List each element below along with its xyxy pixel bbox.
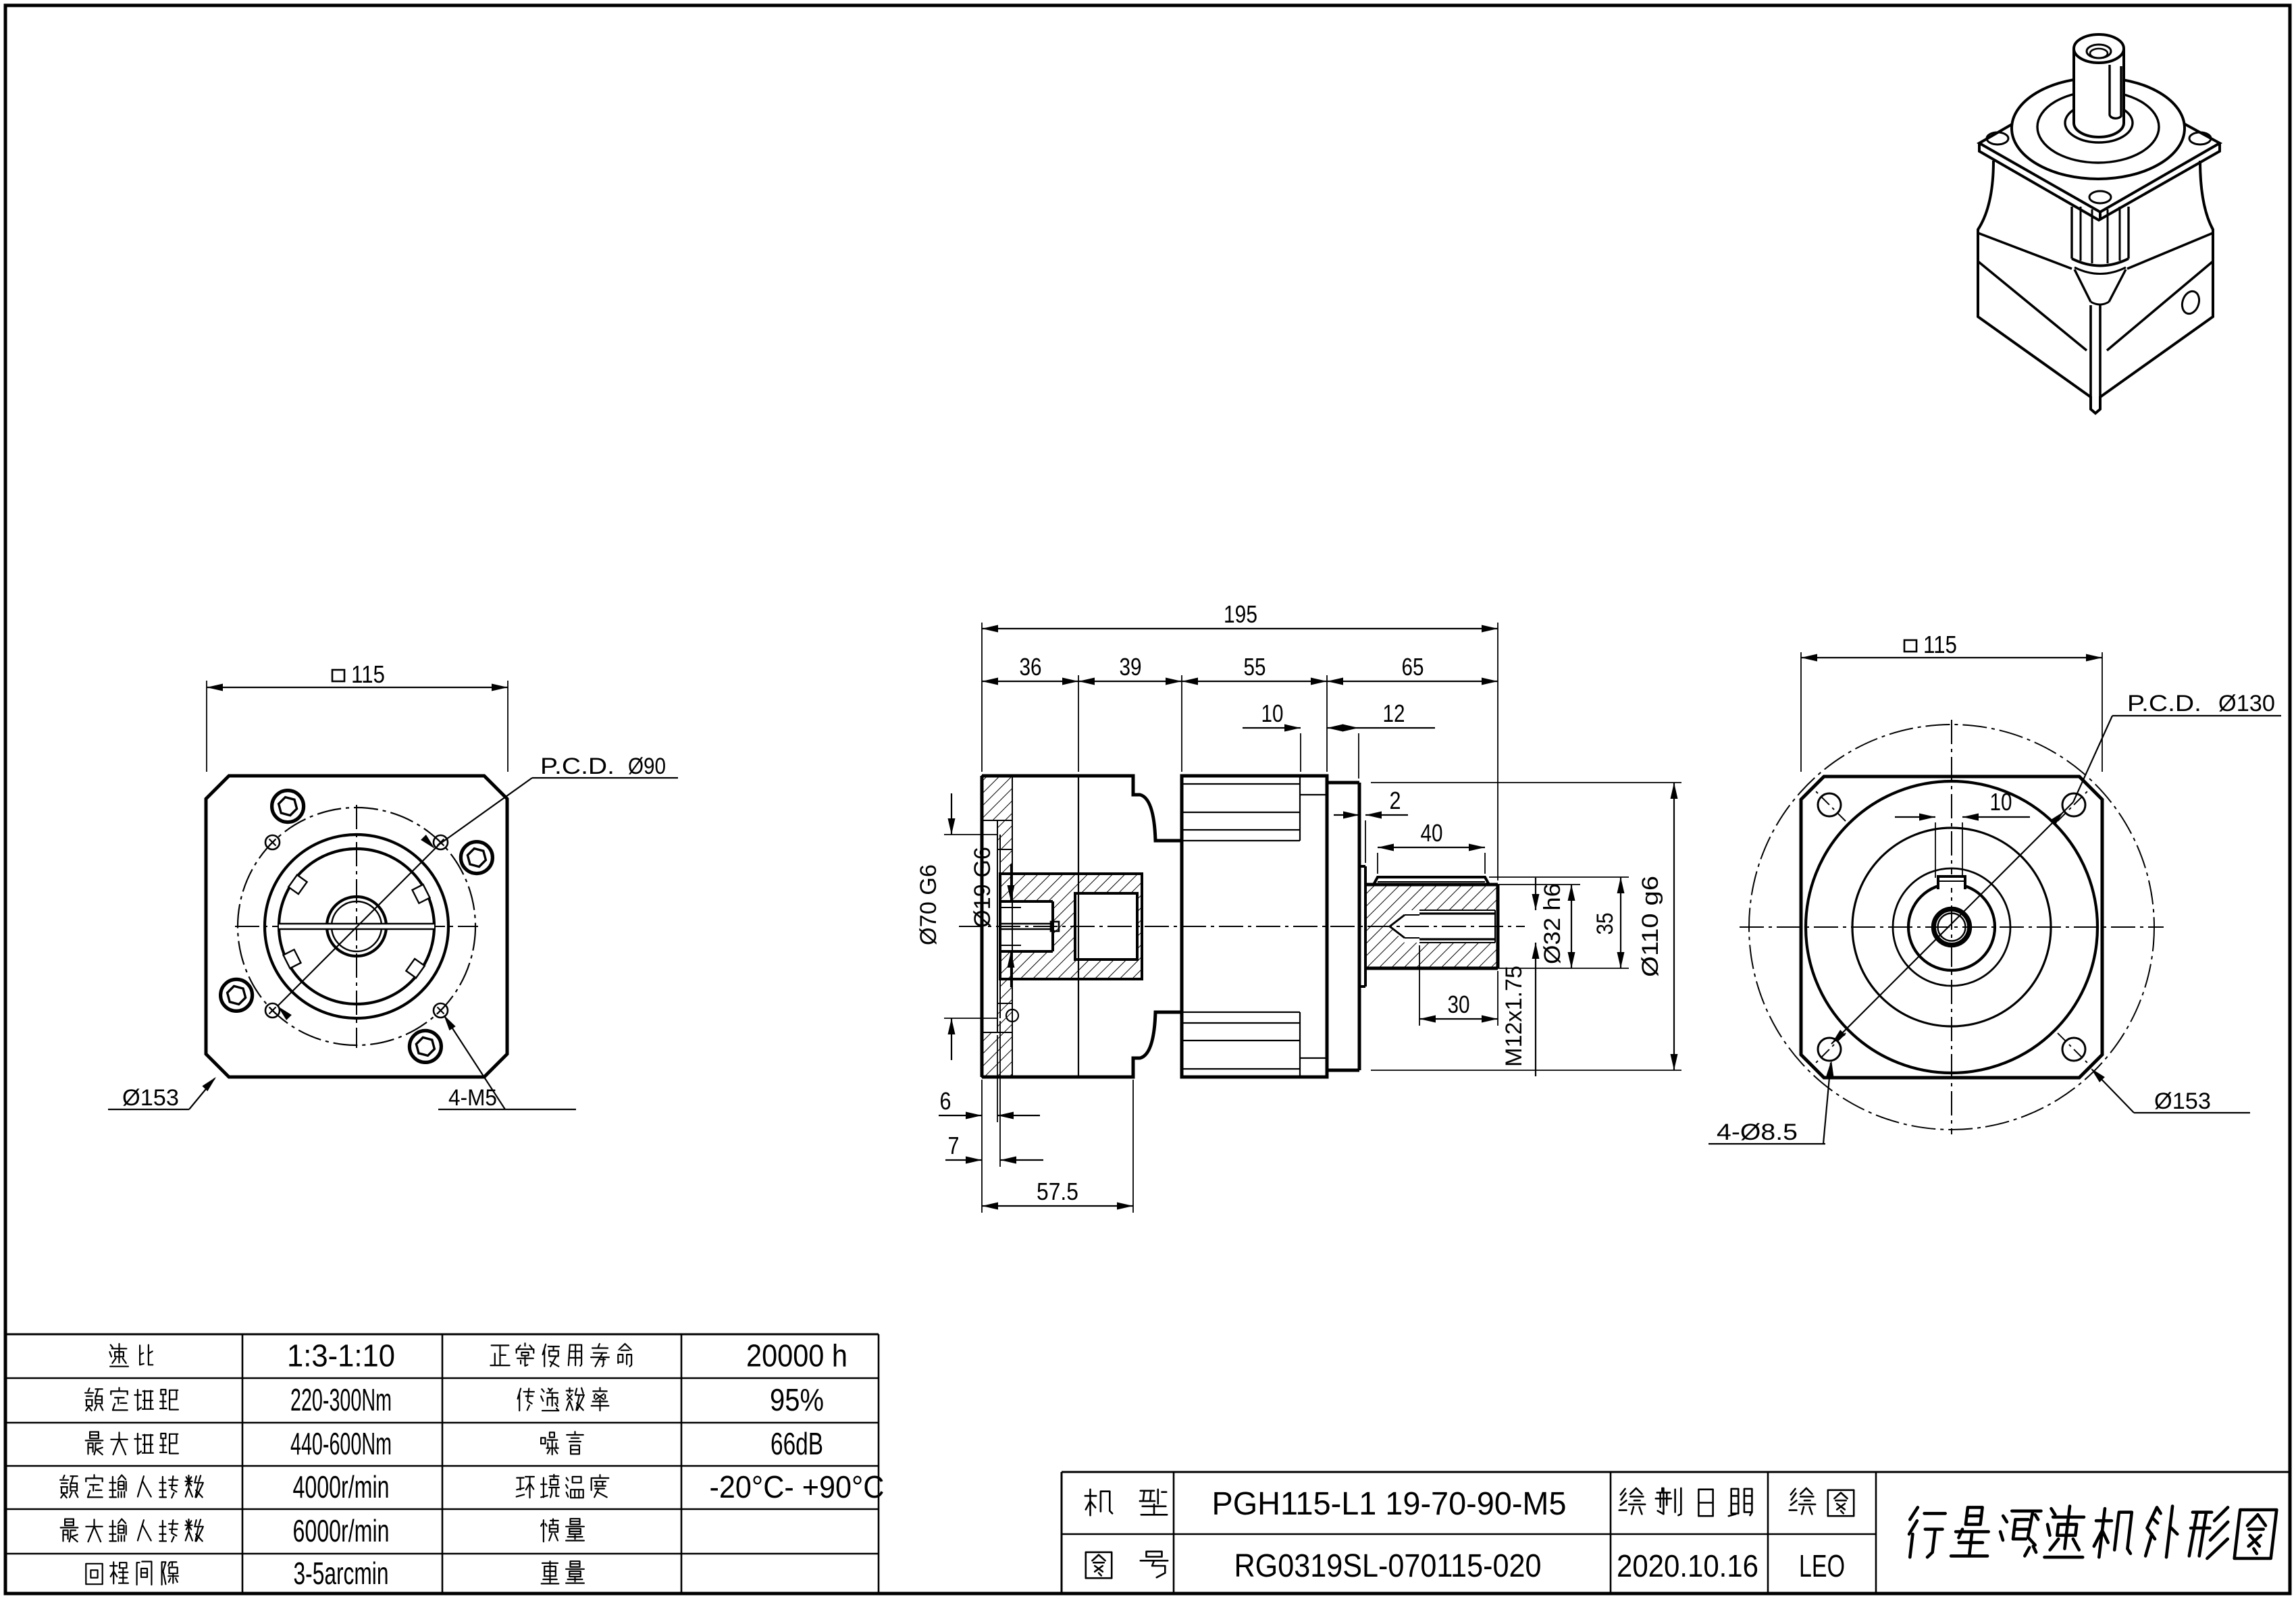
svg-text:4-Ø8.5: 4-Ø8.5 bbox=[1717, 1120, 1798, 1145]
svg-text:PGH115-L1 19-70-90-M5: PGH115-L1 19-70-90-M5 bbox=[1212, 1486, 1567, 1522]
svg-text:57.5: 57.5 bbox=[1037, 1178, 1078, 1205]
svg-text:10: 10 bbox=[1990, 788, 2012, 816]
svg-text:115: 115 bbox=[1923, 631, 1957, 658]
svg-text:Ø130: Ø130 bbox=[2218, 691, 2275, 716]
svg-text:M12x1.75: M12x1.75 bbox=[1501, 966, 1527, 1067]
svg-text:Ø153: Ø153 bbox=[122, 1085, 179, 1111]
svg-text:Ø19 G6: Ø19 G6 bbox=[970, 847, 995, 928]
svg-text:4-M5: 4-M5 bbox=[448, 1085, 497, 1111]
svg-text:2020.10.16: 2020.10.16 bbox=[1617, 1548, 1758, 1583]
svg-text:Ø32 h6: Ø32 h6 bbox=[1540, 883, 1565, 964]
svg-text:P.C.D.: P.C.D. bbox=[540, 754, 615, 779]
svg-text:66dB: 66dB bbox=[771, 1426, 823, 1461]
svg-text:65: 65 bbox=[1402, 653, 1424, 681]
svg-text:Ø90: Ø90 bbox=[628, 754, 666, 779]
svg-text:4000r/min: 4000r/min bbox=[293, 1469, 390, 1504]
svg-text:35: 35 bbox=[1592, 913, 1618, 935]
svg-text:40: 40 bbox=[1421, 819, 1443, 847]
svg-text:6000r/min: 6000r/min bbox=[293, 1513, 390, 1548]
svg-text:Ø110 g6: Ø110 g6 bbox=[1638, 876, 1663, 977]
svg-text:220-300Nm: 220-300Nm bbox=[290, 1382, 392, 1417]
svg-text:7: 7 bbox=[948, 1132, 960, 1159]
svg-text:115: 115 bbox=[351, 660, 385, 688]
svg-text:1:3-1:10: 1:3-1:10 bbox=[287, 1338, 395, 1373]
svg-text:195: 195 bbox=[1224, 600, 1257, 628]
svg-text:Ø153: Ø153 bbox=[2154, 1088, 2211, 1114]
svg-text:P.C.D.: P.C.D. bbox=[2127, 691, 2201, 716]
svg-text:-20°C- +90°C: -20°C- +90°C bbox=[710, 1469, 885, 1504]
svg-text:440-600Nm: 440-600Nm bbox=[290, 1426, 392, 1461]
svg-text:95%: 95% bbox=[770, 1382, 824, 1417]
svg-text:12: 12 bbox=[1383, 700, 1405, 727]
svg-text:RG0319SL-070115-020: RG0319SL-070115-020 bbox=[1234, 1548, 1542, 1584]
svg-text:6: 6 bbox=[940, 1087, 951, 1115]
svg-text:30: 30 bbox=[1448, 991, 1470, 1018]
svg-text:10: 10 bbox=[1261, 700, 1284, 727]
svg-text:2: 2 bbox=[1390, 787, 1401, 814]
svg-text:55: 55 bbox=[1244, 653, 1266, 681]
svg-text:Ø70 G6: Ø70 G6 bbox=[916, 864, 941, 945]
svg-text:39: 39 bbox=[1120, 653, 1142, 681]
svg-text:3-5arcmin: 3-5arcmin bbox=[294, 1556, 389, 1591]
svg-text:20000 h: 20000 h bbox=[746, 1338, 847, 1373]
svg-text:36: 36 bbox=[1020, 653, 1042, 681]
svg-text:LEO: LEO bbox=[1799, 1548, 1845, 1583]
